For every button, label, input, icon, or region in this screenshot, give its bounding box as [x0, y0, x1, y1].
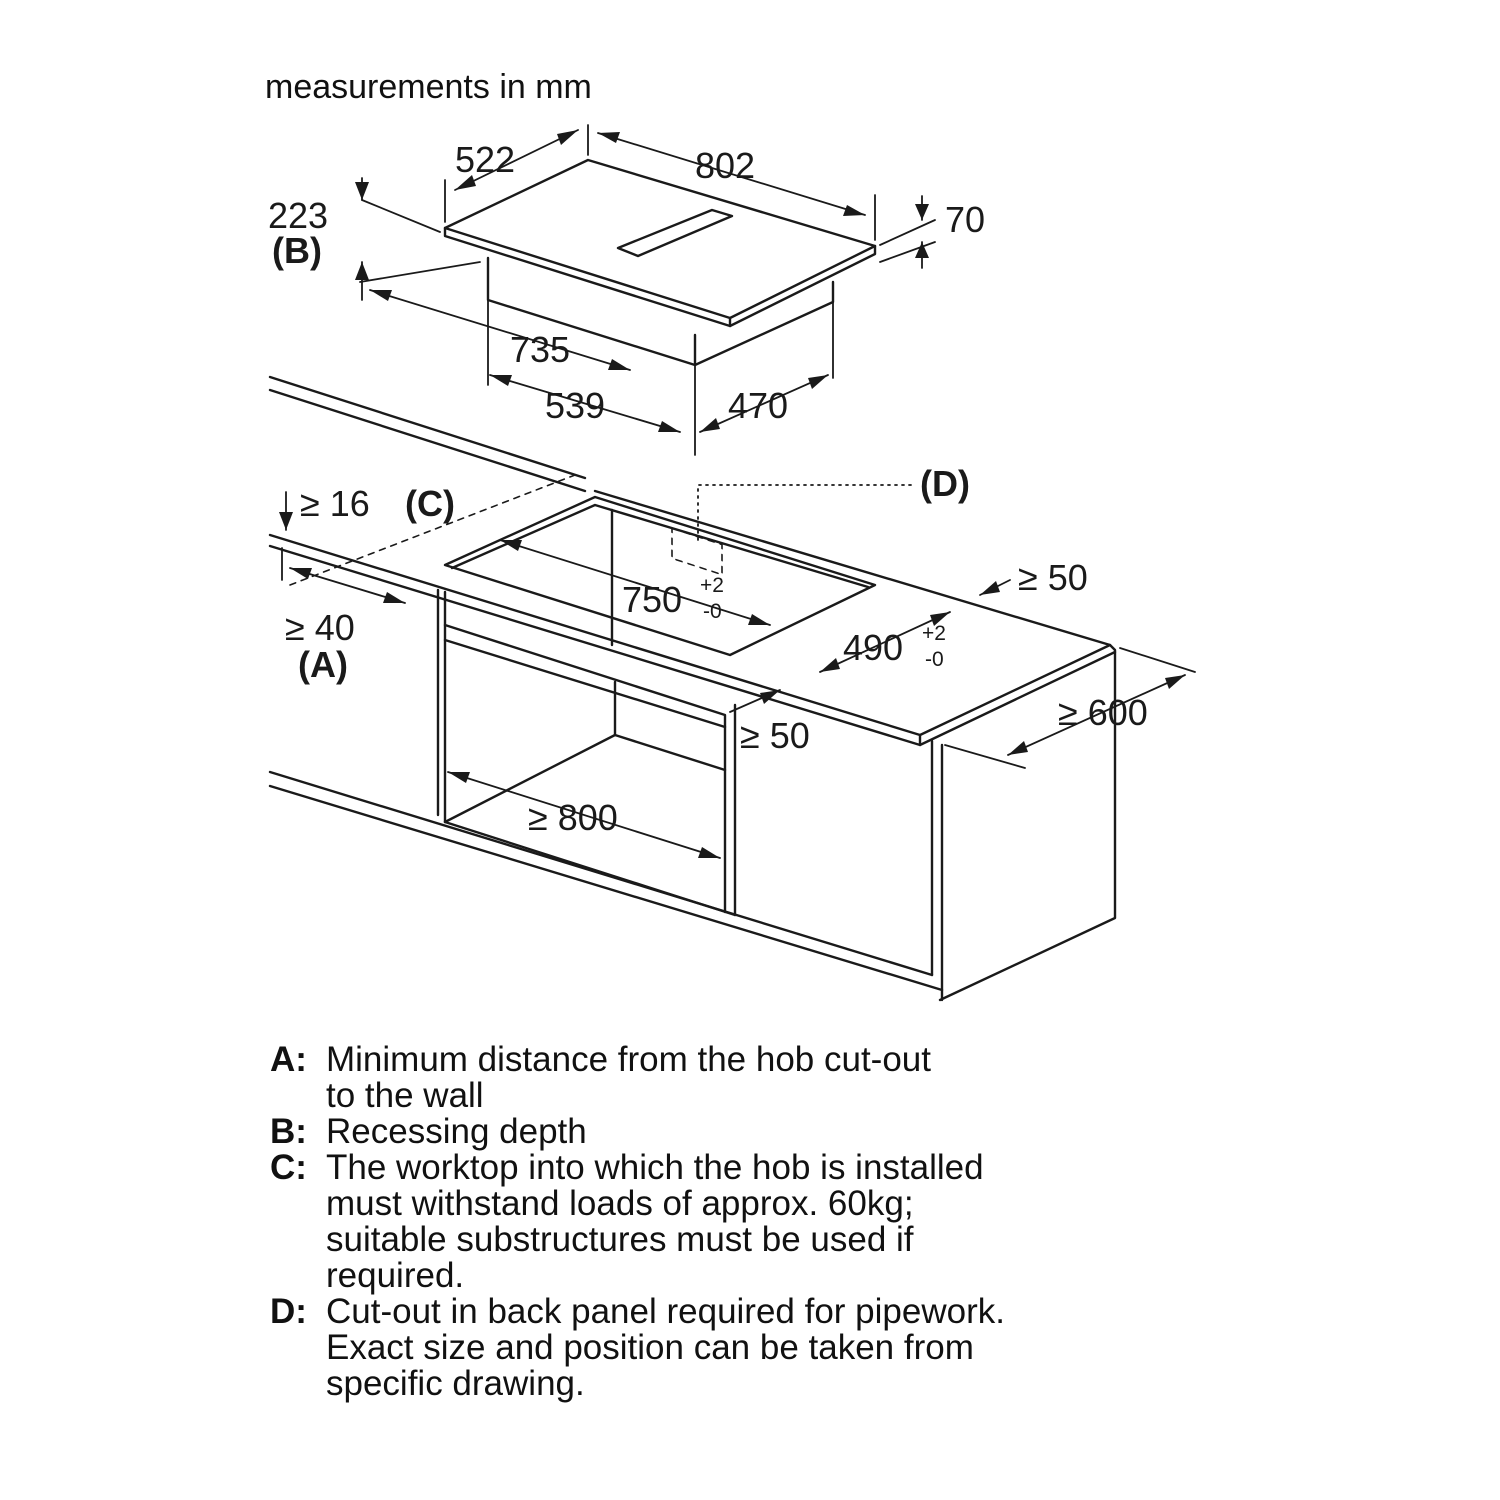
- worktop-drawing: [268, 375, 1117, 1002]
- hob-dimension-lines: [355, 124, 936, 456]
- legend-item-b: B: Recessing depth: [270, 1114, 1270, 1150]
- label-recess-b: (B): [272, 230, 322, 271]
- hob-extractor-slot: [616, 208, 734, 258]
- hob-cutout: [443, 495, 877, 657]
- label-pipework-d: (D): [920, 463, 970, 504]
- wall-top-line: [268, 375, 587, 480]
- label-539: 539: [545, 385, 605, 426]
- label-223: 223: [268, 195, 328, 236]
- label-worktop-thickness: ≥ 16: [300, 483, 370, 524]
- cutout-dimension-labels: ≥ 16 (C) ≥ 40 (A) (D) 750 +2 -0 490 +2 -…: [285, 463, 1148, 838]
- installation-diagram: 522 802 223 (B) 70 735 539 470 ≥ 16 (C) …: [268, 124, 1196, 1002]
- label-cutout-width-tol-minus: -0: [703, 600, 722, 623]
- label-wall-a: (A): [298, 644, 348, 685]
- legend-key: B:: [270, 1112, 307, 1151]
- label-front-clearance: ≥ 50: [740, 715, 810, 756]
- legend-key: C:: [270, 1148, 307, 1187]
- legend-item-d: D: Cut-out in back panel required for pip…: [270, 1294, 1270, 1402]
- legend-text: Minimum distance from the hob cut-out to…: [326, 1040, 931, 1115]
- label-cutout-width: 750: [622, 579, 682, 620]
- label-522: 522: [455, 139, 515, 180]
- label-worktop-depth: ≥ 600: [1058, 692, 1148, 733]
- legend-text: Cut-out in back panel required for pipew…: [326, 1292, 1005, 1403]
- cutout-dimension-lines: [279, 474, 1196, 859]
- legend-key: D:: [270, 1292, 307, 1331]
- label-wall-distance: ≥ 40: [285, 607, 355, 648]
- legend-text: The worktop into which the hob is instal…: [326, 1148, 984, 1295]
- label-worktop-c: (C): [405, 483, 455, 524]
- label-side-clearance: ≥ 50: [1018, 557, 1088, 598]
- label-802: 802: [695, 145, 755, 186]
- pipework-cutout: [671, 527, 723, 576]
- label-cutout-depth: 490: [843, 627, 903, 668]
- legend-text: Recessing depth: [326, 1112, 587, 1151]
- label-cutout-depth-tol-plus: +2: [922, 622, 946, 645]
- wall-bottom-line: [268, 770, 934, 977]
- label-70: 70: [945, 199, 985, 240]
- label-735: 735: [510, 329, 570, 370]
- label-cutout-width-tol-plus: +2: [700, 574, 724, 597]
- worktop-back-edge: [593, 489, 1112, 647]
- legend-item-a: A: Minimum distance from the hob cut-out …: [270, 1042, 1270, 1114]
- measurements-caption: measurements in mm: [265, 68, 592, 106]
- legend-key: A:: [270, 1040, 307, 1079]
- legend-item-c: C: The worktop into which the hob is inst…: [270, 1150, 1270, 1294]
- legend: A: Minimum distance from the hob cut-out …: [270, 1042, 1270, 1402]
- hob-dimension-labels: 522 802 223 (B) 70 735 539 470: [268, 139, 985, 426]
- worktop-surface: [268, 533, 1117, 1002]
- label-cutout-depth-tol-minus: -0: [925, 648, 944, 671]
- label-470: 470: [728, 385, 788, 426]
- label-cabinet-width: ≥ 800: [528, 797, 618, 838]
